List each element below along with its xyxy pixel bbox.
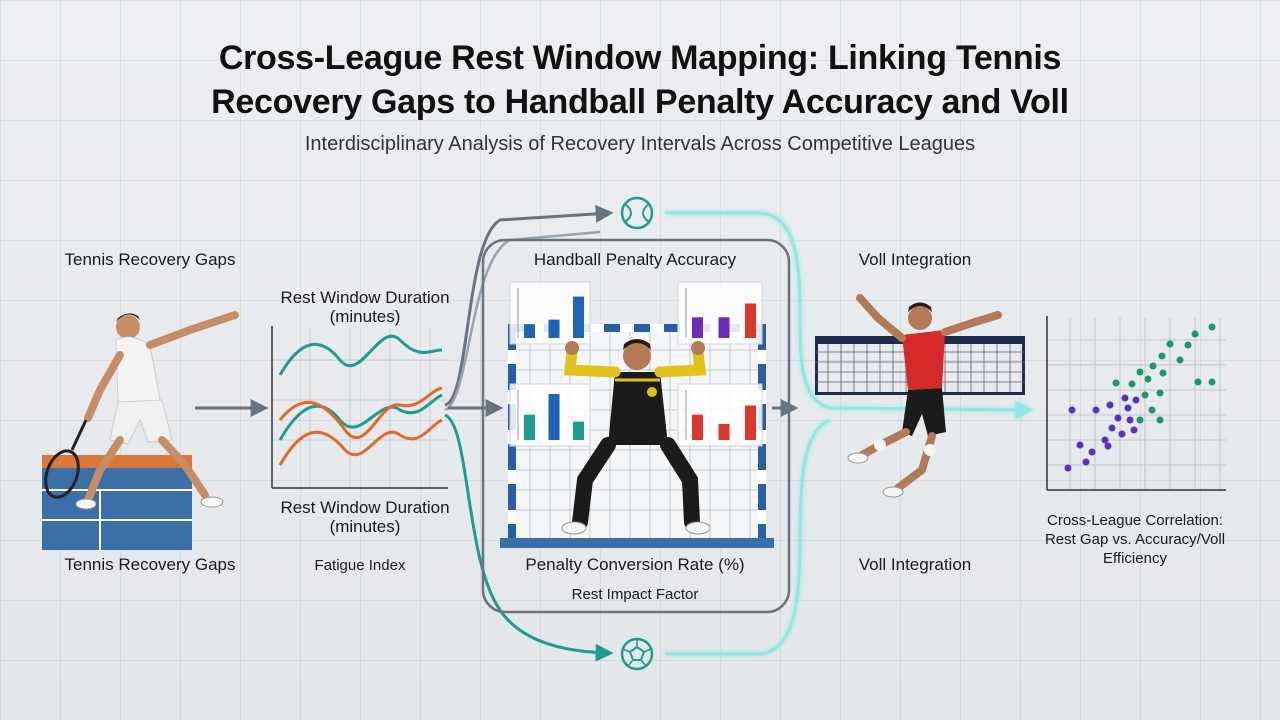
mini-chart-bar: [718, 317, 730, 338]
tennis-ball-icon: [620, 196, 654, 230]
orange-wave-1: [278, 386, 443, 440]
mini-chart-top-right: [677, 281, 763, 345]
mini-chart-bar: [548, 319, 560, 338]
page-subtitle: Interdisciplinary Analysis of Recovery I…: [304, 133, 976, 155]
mini-chart-bar: [524, 414, 535, 440]
arrow-secondary-upper: [444, 230, 601, 412]
page-title-line-1: Cross-League Rest Window Mapping: Linkin…: [218, 39, 1062, 77]
rest-window-chart: [271, 326, 448, 489]
mini-chart-bottom-right: [677, 383, 763, 447]
mini-chart-top-left: [509, 281, 591, 345]
mini-chart-bar: [692, 317, 703, 338]
rest-chart-bottom-label-line-1: Rest Window Duration: [280, 498, 450, 517]
tennis-player-icon: [44, 311, 239, 510]
mini-chart-bar: [692, 414, 703, 440]
mini-chart-bar: [745, 405, 756, 440]
tennis-bottom-label: Tennis Recovery Gaps: [64, 555, 236, 574]
teal-wave-1: [278, 334, 443, 376]
mini-chart-bar: [573, 421, 584, 440]
arrow-to-handball-ball: [444, 413, 614, 662]
mini-chart-bar: [524, 324, 535, 338]
correlation-scatter: [1046, 316, 1226, 491]
arrow-tennis-to-voll: [665, 211, 1034, 419]
mini-chart-bar: [745, 303, 756, 338]
handball-panel-frame: [481, 238, 791, 614]
handball-bottom-label: Penalty Conversion Rate (%): [525, 555, 745, 574]
rest-chart-bottom-label-line-2: (minutes): [329, 517, 401, 536]
mini-chart-bottom-left: [509, 383, 591, 447]
rest-impact-factor-label: Rest Impact Factor: [571, 586, 699, 603]
correlation-caption: Cross-League Correlation: Rest Gap vs. A…: [1044, 512, 1226, 567]
mini-chart-bar: [718, 423, 730, 440]
arrow-to-tennis-ball: [444, 204, 614, 407]
rest-chart-top-label-line-1: Rest Window Duration: [280, 288, 450, 307]
teal-wave-2: [278, 393, 443, 441]
voll-top-label: Voll Integration: [858, 250, 972, 269]
page-title-line-2: Recovery Gaps to Handball Penalty Accura…: [211, 83, 1069, 121]
rest-chart-bottom-label: Rest Window Duration (minutes): [270, 498, 460, 536]
handball-ball-icon: [620, 637, 654, 671]
goalkeeper-icon: [561, 339, 711, 535]
handball-top-label: Handball Penalty Accuracy: [533, 250, 737, 269]
orange-wave-2: [278, 418, 443, 466]
rest-chart-top-label: Rest Window Duration (minutes): [270, 288, 460, 326]
rest-chart-top-label-line-2: (minutes): [329, 307, 401, 326]
mini-chart-bar: [548, 394, 560, 440]
arrow-handball-to-voll: [665, 418, 831, 656]
tennis-top-label: Tennis Recovery Gaps: [64, 250, 236, 269]
tennis-court: [42, 455, 192, 550]
volleyball-player-icon: [847, 294, 1002, 498]
mini-chart-bar: [573, 296, 584, 338]
voll-bottom-label: Voll Integration: [858, 555, 972, 574]
fatigue-index-label: Fatigue Index: [314, 557, 406, 574]
